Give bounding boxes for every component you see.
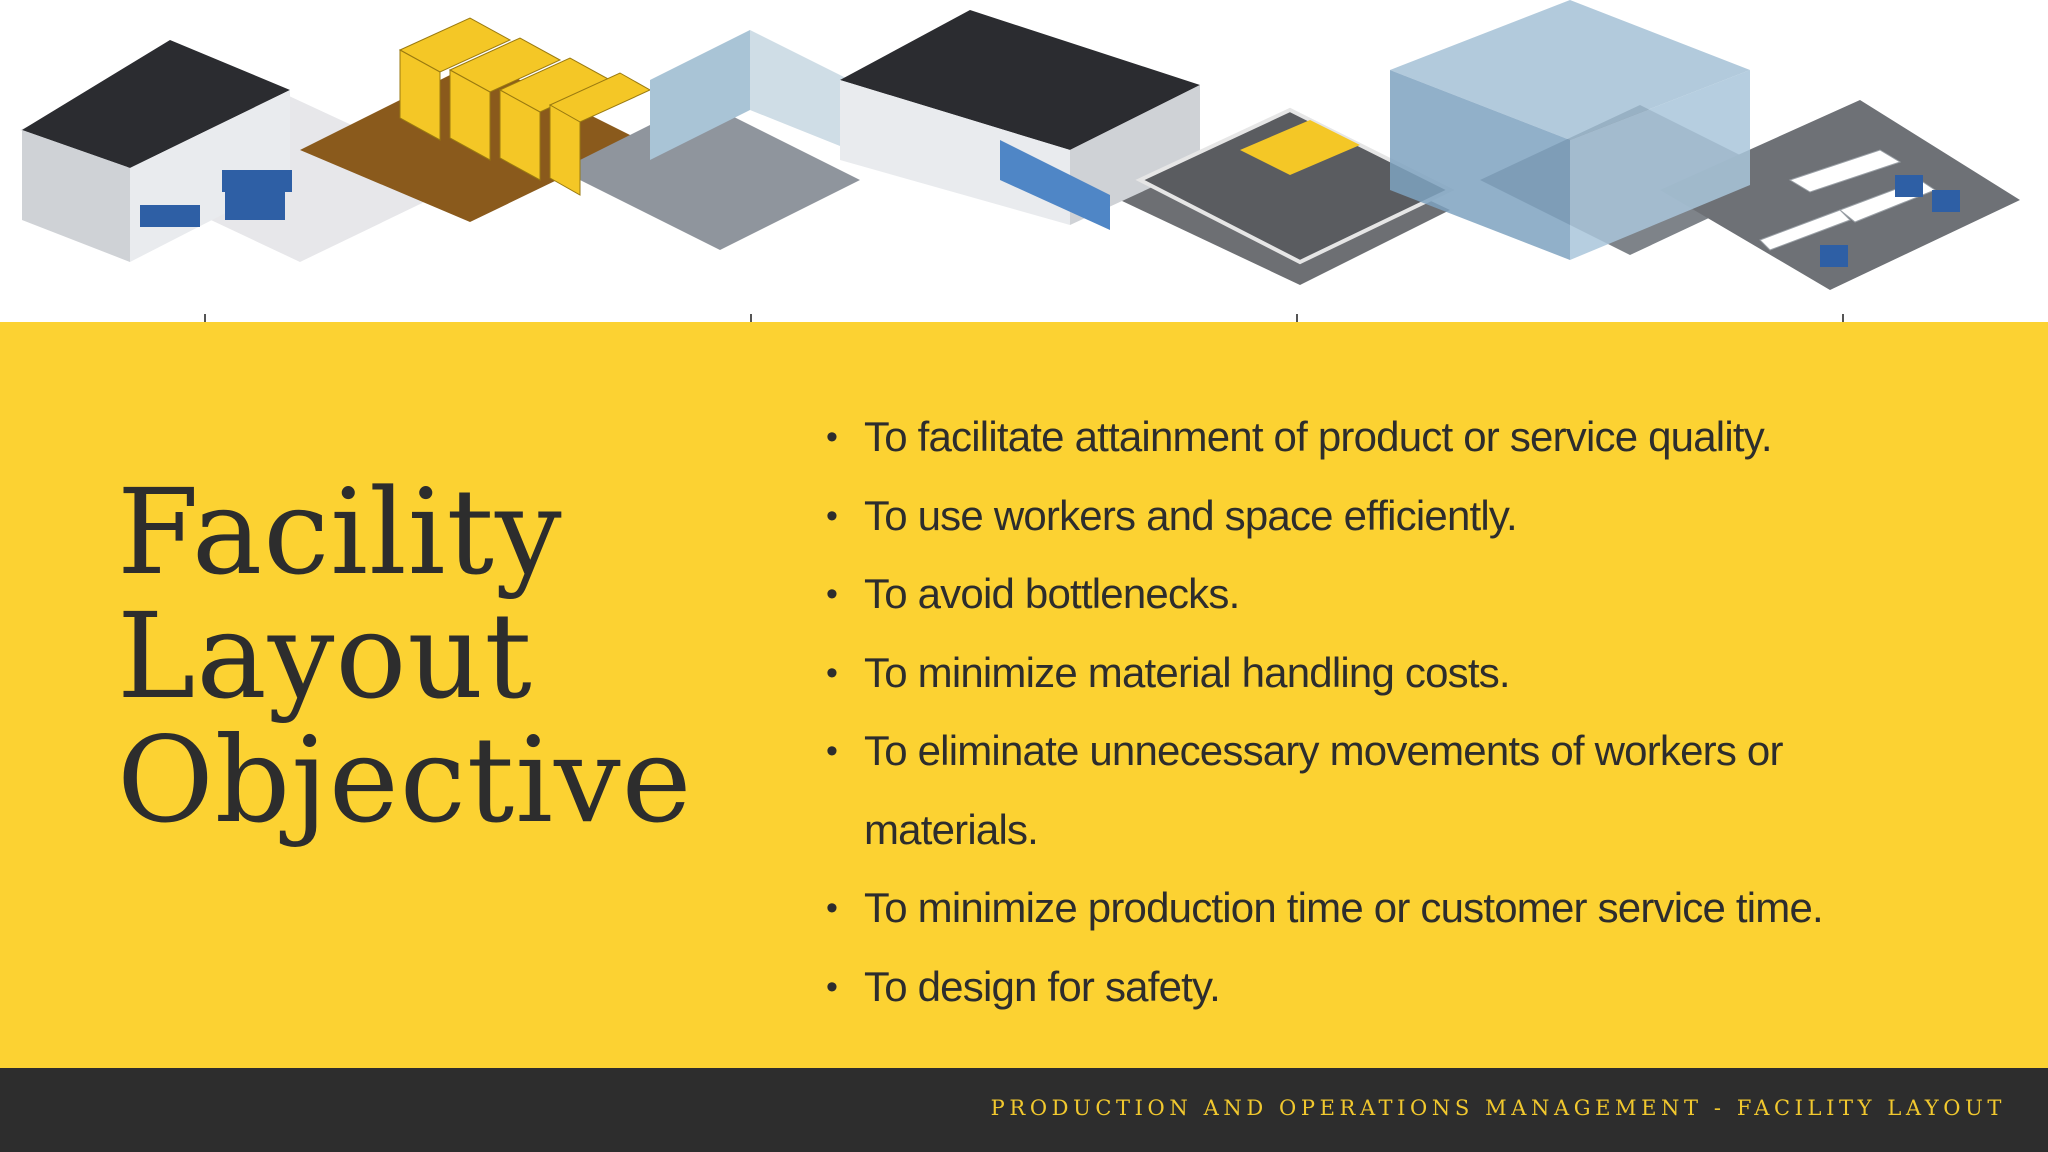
bullet-icon: •: [826, 889, 838, 927]
bullet-icon: •: [826, 967, 838, 1006]
bullet-icon: •: [826, 575, 838, 613]
objectives-list: •To facilitate attainment of product or …: [826, 398, 2006, 1026]
list-item: •To minimize material handling costs.: [826, 634, 2006, 713]
bullet-icon: •: [826, 418, 838, 456]
footer-text: PRODUCTION AND OPERATIONS MANAGEMENT - F…: [990, 1096, 2006, 1120]
content-panel: [0, 322, 2048, 1068]
slide-title: Facility Layout Objective: [117, 470, 692, 842]
list-item-continuation: materials.: [864, 805, 1039, 853]
title-line-2: Layout: [117, 587, 533, 725]
bullet-icon: •: [826, 496, 838, 535]
list-item: •To avoid bottlenecks.: [826, 555, 2006, 634]
bullet-icon: •: [826, 732, 838, 770]
footer-bar: PRODUCTION AND OPERATIONS MANAGEMENT - F…: [0, 1068, 2048, 1152]
bullet-icon: •: [826, 653, 838, 692]
warehouse-illustration-banner: [20, 0, 2020, 322]
title-line-1: Facility: [117, 463, 563, 601]
list-item: •To design for safety.: [826, 948, 2006, 1027]
list-item: •To use workers and space efficiently.: [826, 477, 2006, 556]
list-item: •To minimize production time or customer…: [826, 869, 2006, 948]
list-item: •To facilitate attainment of product or …: [826, 398, 2006, 477]
list-item: •To eliminate unnecessary movements of w…: [826, 712, 2006, 791]
title-line-3: Objective: [117, 711, 693, 849]
